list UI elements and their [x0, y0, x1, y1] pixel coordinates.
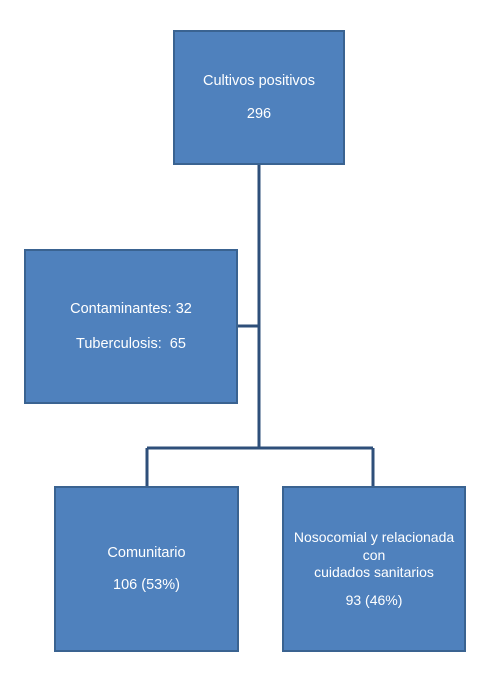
- node-positive-cultures-label: Cultivos positivos: [202, 73, 315, 90]
- node-nosocomial-label-line1: Nosocomial y relacionada con: [293, 529, 455, 563]
- node-community-value: 106 (53%): [113, 577, 180, 593]
- node-nosocomial: Nosocomial y relacionada con cuidados sa…: [282, 486, 466, 652]
- node-community-label: Comunitario: [107, 544, 186, 561]
- node-community: Comunitario 106 (53%): [54, 486, 239, 652]
- node-positive-cultures: Cultivos positivos 296: [173, 30, 345, 165]
- node-excluded-contaminants: Contaminantes: 32: [70, 301, 192, 318]
- node-nosocomial-label-line2: cuidados sanitarios: [314, 564, 434, 580]
- node-excluded: Contaminantes: 32 Tuberculosis: 65: [24, 249, 238, 404]
- node-nosocomial-value: 93 (46%): [345, 591, 403, 608]
- node-excluded-tuberculosis: Tuberculosis: 65: [76, 335, 186, 352]
- node-positive-cultures-value: 296: [246, 105, 272, 122]
